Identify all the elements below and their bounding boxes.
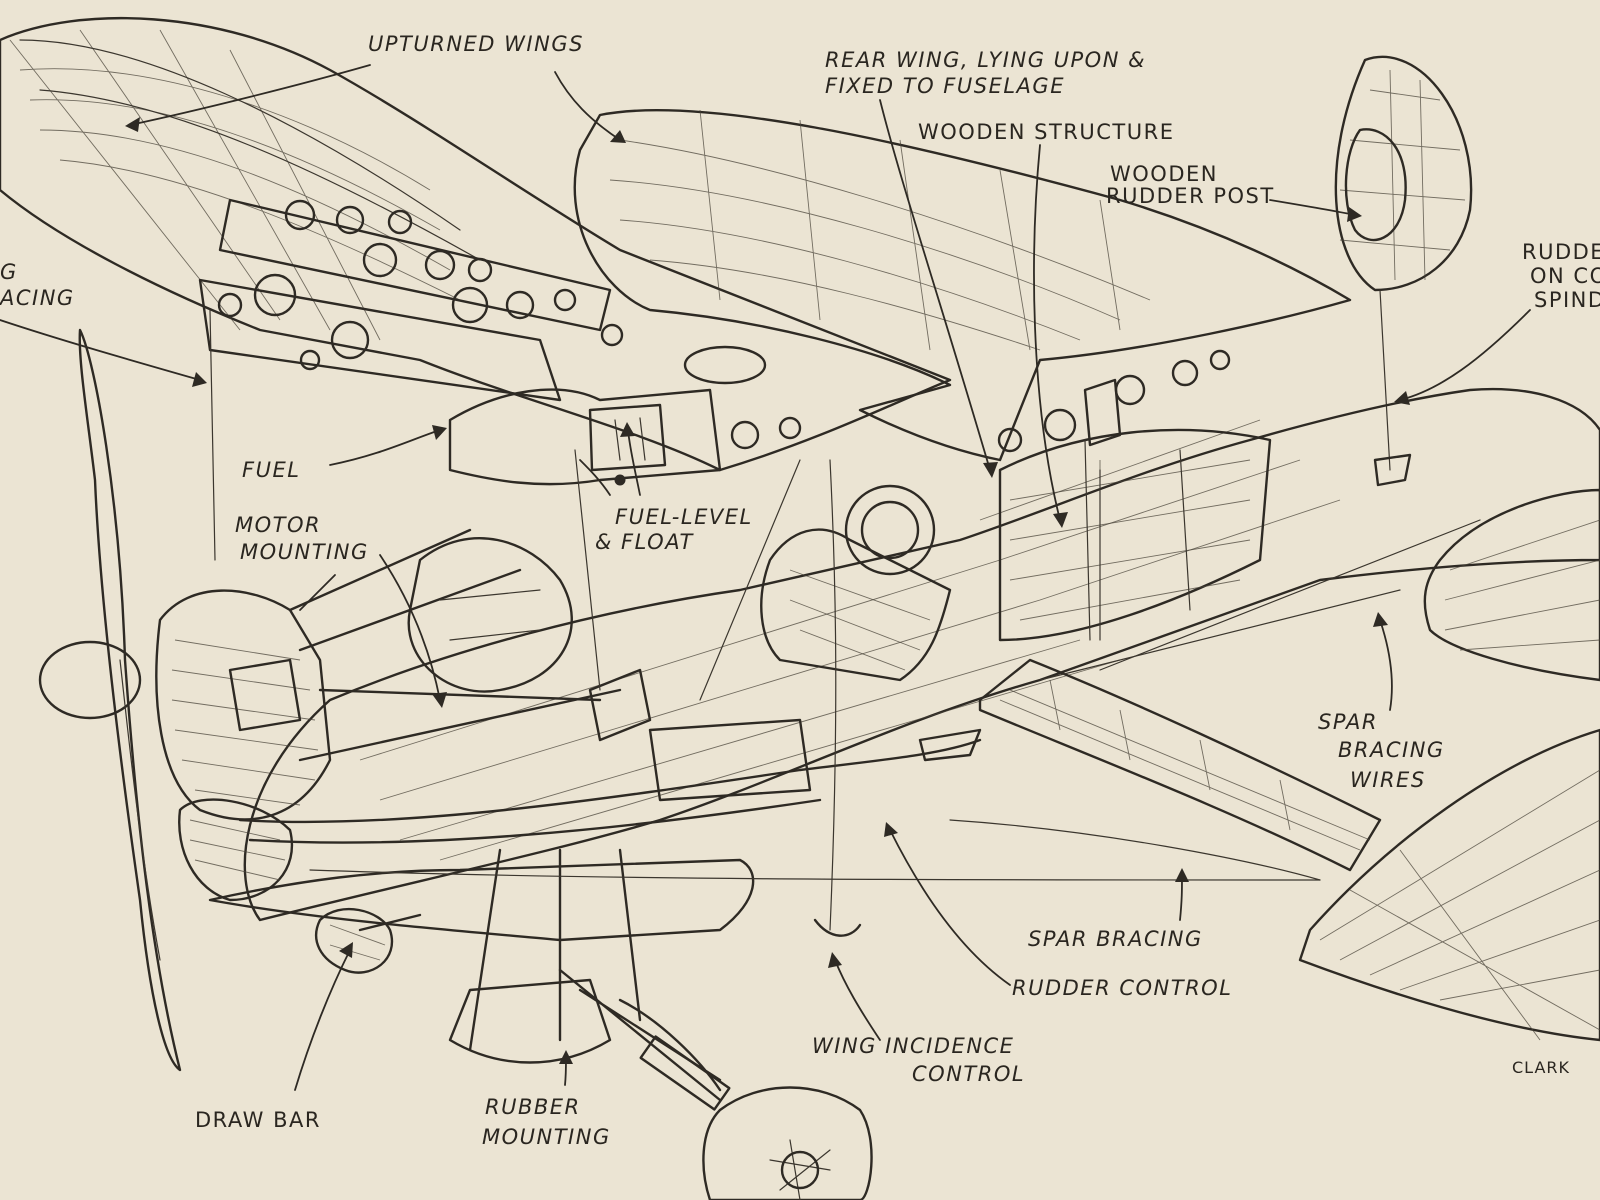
fuel-tank — [448, 388, 722, 486]
center-wing-section — [573, 108, 1352, 462]
label-spar-bracing-wires-line1: SPAR — [1318, 710, 1378, 734]
label-rudder-post-line2: RUDDER POST — [1106, 184, 1275, 208]
cockpit-seat — [648, 484, 952, 802]
label-rudder-line1: RUDDE — [1522, 240, 1600, 264]
lower-wing-root — [978, 658, 1382, 872]
propeller — [38, 328, 182, 1072]
label-spar-bracing-wires-line3: WIRES — [1350, 768, 1426, 792]
upturned-wing-left — [0, 16, 952, 472]
label-wooden-structure: WOODEN STRUCTURE — [918, 120, 1175, 144]
label-rudder-post-line1: WOODEN — [1110, 162, 1218, 186]
label-fuel-level-line1: FUEL-LEVEL — [615, 505, 753, 529]
label-fuel: FUEL — [242, 458, 301, 482]
label-rear-wing-line2: FIXED TO FUSELAGE — [825, 74, 1065, 98]
artist-signature: CLARK — [1512, 1058, 1571, 1077]
label-upturned-wings: UPTURNED WINGS — [368, 32, 584, 56]
fuselage — [243, 387, 1600, 922]
label-draw-bar: DRAW BAR — [195, 1108, 321, 1132]
label-spar-bracing-wires-line2: BRACING — [1338, 738, 1445, 762]
label-rudder-line3: SPIND — [1534, 288, 1600, 312]
label-wing-incidence-line1: WING INCIDENCE — [812, 1034, 1015, 1058]
label-motor-mounting-line2: MOUNTING — [240, 540, 369, 564]
label-rubber-mounting-line1: RUBBER — [485, 1095, 581, 1119]
label-rear-wing-line1: REAR WING, LYING UPON & — [825, 48, 1146, 72]
label-motor-mounting-line1: MOTOR — [235, 513, 322, 537]
label-fuel-level-line2: & FLOAT — [595, 530, 694, 554]
undercarriage — [208, 848, 873, 1200]
engine — [155, 589, 332, 902]
label-bracing-line1: G — [0, 260, 18, 284]
label-rudder-control: RUDDER CONTROL — [1012, 976, 1233, 1000]
label-rubber-mounting-line2: MOUNTING — [482, 1125, 611, 1149]
lower-wing-right — [1298, 488, 1600, 1042]
bracing-wires — [209, 309, 1481, 937]
rudder-fin — [1334, 55, 1473, 487]
label-wing-incidence-line2: CONTROL — [912, 1062, 1026, 1086]
leader-lines — [0, 64, 1531, 1091]
label-bracing-line2: ACING — [0, 286, 75, 310]
label-spar-bracing: SPAR BRACING — [1028, 927, 1203, 951]
wing-ribs — [198, 198, 612, 402]
label-rudder-line2: ON CO — [1530, 264, 1600, 288]
